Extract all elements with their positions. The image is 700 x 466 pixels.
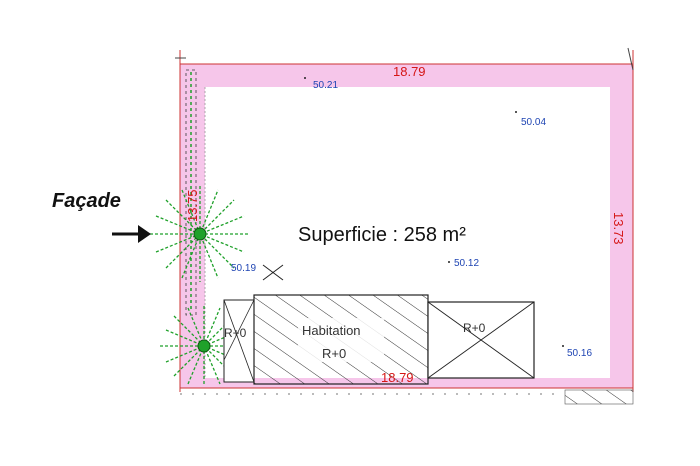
- area-label: Superficie : 258 m²: [298, 224, 466, 246]
- tree-upper: [150, 186, 250, 282]
- survey-cross: [262, 264, 284, 281]
- facade-label: Façade: [52, 190, 121, 212]
- elevation-bottom-right: 50.16: [567, 348, 592, 359]
- elevation-middle-left: 50.19: [231, 263, 256, 274]
- parcel-right-tick-top: [627, 47, 634, 71]
- elevation-top-right: 50.04: [521, 117, 546, 128]
- dimension-left: 13.75: [185, 189, 200, 222]
- dimension-right: 13.73: [611, 212, 626, 245]
- dimension-bottom: 18.79: [381, 370, 414, 385]
- annex-label: R+0: [224, 326, 247, 340]
- elevation-dot: [304, 77, 306, 79]
- elevation-dot: [515, 111, 517, 113]
- neighbour-hatch: [564, 389, 634, 405]
- elevation-dot: [448, 261, 450, 263]
- facade-arrow-icon: [112, 225, 151, 243]
- elevation-dot: [562, 345, 564, 347]
- house-label-level: R+0: [322, 346, 346, 361]
- house-label-name: Habitation: [302, 323, 361, 338]
- garage-label: R+0: [463, 321, 486, 335]
- dimension-top: 18.79: [393, 64, 426, 79]
- elevation-middle: 50.12: [454, 258, 479, 269]
- elevation-top-left: 50.21: [313, 80, 338, 91]
